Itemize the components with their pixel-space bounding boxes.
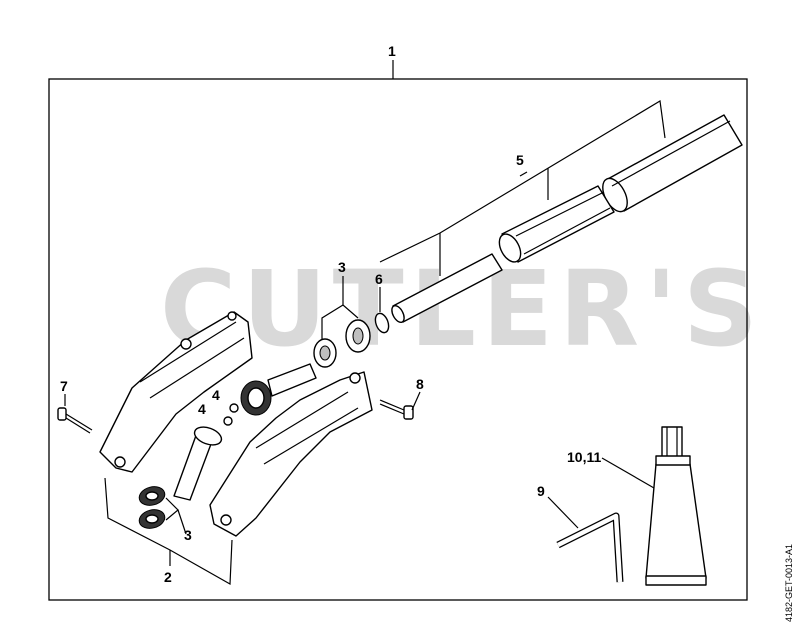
watermark: CUTLER'S: [160, 248, 764, 370]
callout-10-11: 10,11: [567, 449, 601, 465]
callout-3-lower: 3: [184, 527, 192, 543]
callout-6: 6: [375, 271, 383, 287]
document-id: 4182-GET-0013-A1: [784, 544, 794, 622]
drive-shaft: [391, 253, 503, 323]
spline-tube: [498, 185, 615, 263]
gear-housing-left: [99, 311, 253, 473]
callout-9: 9: [537, 483, 545, 499]
assembly-frame: [48, 78, 748, 601]
circlip: 6: [374, 271, 390, 334]
pinion-shaft: [173, 426, 223, 501]
outer-tube: [602, 114, 743, 213]
balls: 4 4: [198, 387, 239, 426]
gear-housing-right: [209, 371, 373, 537]
shaft-tube-group: 5: [379, 100, 743, 323]
callout-8: 8: [416, 376, 424, 392]
bevel-gear-shaft: [240, 363, 317, 416]
bearing-lower-group: 3: [138, 486, 192, 543]
gear-head-bracket: 2: [104, 477, 233, 586]
callout-4-upper: 4: [212, 387, 220, 403]
callout-7: 7: [60, 378, 68, 394]
callout-1: 1: [388, 43, 396, 59]
screw-left: 7: [57, 378, 93, 434]
callout-2: 2: [164, 569, 172, 585]
bearing-upper-group: 3: [313, 259, 371, 368]
screw-right: 8: [379, 376, 424, 420]
callout-5: 5: [516, 152, 524, 168]
grease-tube: 10,11: [567, 426, 707, 586]
callout-4-lower: 4: [198, 401, 206, 417]
callout-3-upper: 3: [338, 259, 346, 275]
hex-key: 9: [537, 483, 624, 583]
